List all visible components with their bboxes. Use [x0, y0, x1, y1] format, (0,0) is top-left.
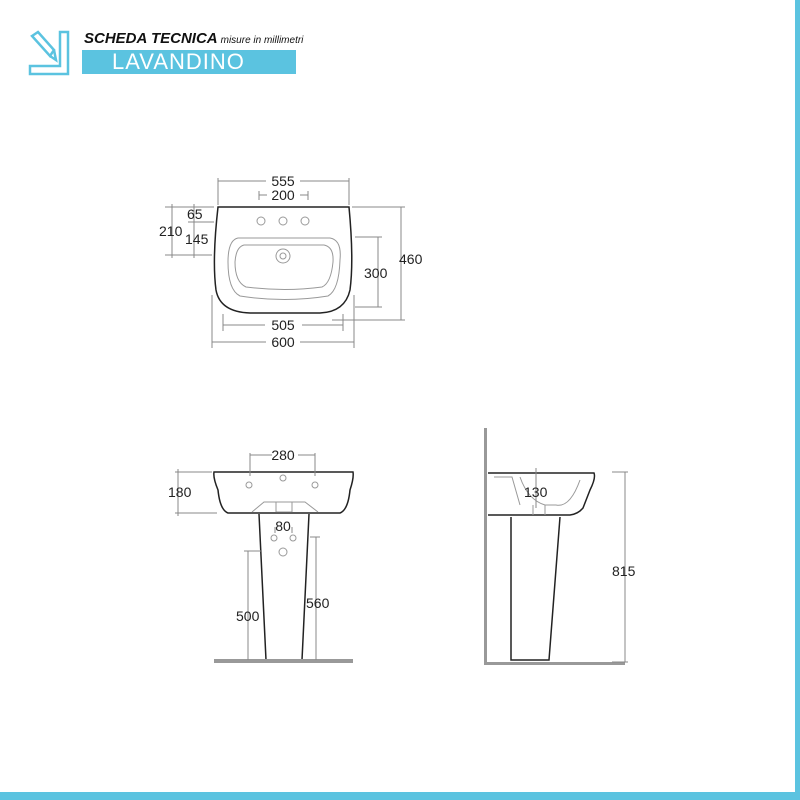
dim-555: 555 [271, 173, 295, 189]
title-text: SCHEDA TECNICA [84, 30, 218, 47]
dim-460: 460 [399, 251, 423, 267]
product-banner: LAVANDINO [82, 50, 296, 74]
dim-600: 600 [271, 334, 295, 350]
floor-line [214, 659, 353, 663]
header-logo-icon [28, 30, 76, 81]
dim-560: 560 [306, 595, 330, 611]
dim-130: 130 [524, 484, 548, 500]
frame-right [795, 0, 800, 800]
dim-500: 500 [236, 608, 260, 624]
top-view: 555 200 460 300 505 600 210 65 145 [159, 173, 423, 350]
dim-505: 505 [271, 317, 295, 333]
dim-300: 300 [364, 265, 388, 281]
dim-80: 80 [275, 518, 291, 534]
dim-65: 65 [187, 206, 203, 222]
side-view: 130 815 [484, 428, 636, 665]
dim-280: 280 [271, 447, 295, 463]
wall-line [484, 428, 487, 664]
frame-bottom [0, 792, 800, 800]
dim-815: 815 [612, 563, 636, 579]
dim-200: 200 [271, 187, 295, 203]
dim-210: 210 [159, 223, 183, 239]
floor-line [484, 662, 625, 665]
units-note: misure in millimetri [220, 35, 304, 46]
dim-180: 180 [168, 484, 192, 500]
dim-145: 145 [185, 231, 209, 247]
front-view: 280 180 80 500 560 [168, 447, 354, 663]
